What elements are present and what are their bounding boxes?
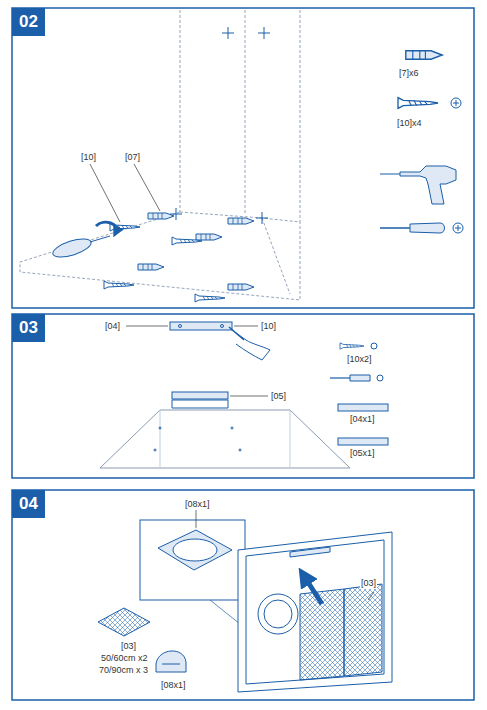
callout-number: [08x1]: [184, 499, 211, 510]
callout-number: [05]: [270, 391, 287, 402]
callout-number: [10]: [80, 152, 97, 163]
callout-number: [10]x4: [396, 118, 423, 129]
callout-number: [08x1]: [160, 680, 187, 691]
callout-number: [7]x6: [398, 68, 420, 79]
step-number: 02: [19, 12, 38, 31]
step-badge: 04: [12, 490, 45, 518]
step-badge: 03: [12, 314, 45, 342]
callout-number: [03]: [120, 641, 137, 652]
callout-number: [07]: [124, 152, 141, 163]
callout-number: [10x2]: [346, 354, 373, 365]
callout-number: 70/90cm x 3: [98, 665, 149, 676]
step-badge: 02: [12, 8, 45, 36]
callout-number: [10]: [260, 321, 277, 332]
callout-number: [03]: [360, 578, 377, 589]
callout-number: 50/60cm x2: [100, 653, 149, 664]
step-number: 04: [19, 494, 38, 513]
callout-number: [04x1]: [349, 414, 376, 425]
callout-number: [04]: [104, 321, 121, 332]
callout-number: [05x1]: [349, 448, 376, 459]
step-number: 03: [19, 318, 38, 337]
